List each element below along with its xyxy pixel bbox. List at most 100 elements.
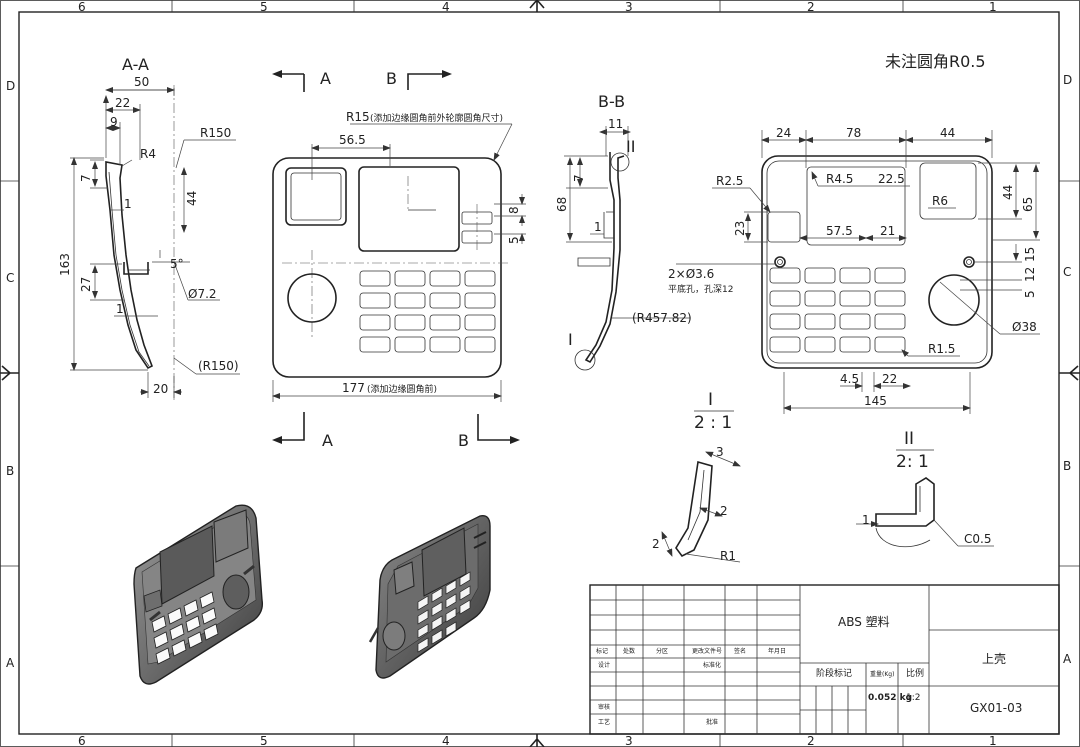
col-top-6: 6 (78, 0, 86, 14)
col-bottom-6: 6 (78, 734, 86, 747)
tb-part-name: 上壳 (982, 652, 1006, 666)
detail-i-dim-r1: R1 (720, 549, 736, 563)
col-top-5: 5 (260, 0, 268, 14)
col-bottom-4: 4 (442, 734, 450, 747)
tb-approve: 批准 (706, 718, 718, 726)
fv-r15-sub: (添加边缘圆角前外轮廓圆角尺寸) (370, 112, 503, 124)
tb-standard: 标准化 (703, 661, 721, 669)
detail-i-dim-3: 3 (716, 445, 724, 459)
tb-review: 审核 (598, 703, 610, 711)
detail-ii-scale: 2: 1 (896, 452, 929, 472)
isometric-view-back (368, 515, 491, 679)
bv-dim-15: 15 (1023, 247, 1037, 262)
title-block: 标记 处数 分区 更改文件号 签名 年月日 设计 标准化 审核 工艺 批准 AB… (589, 584, 1060, 735)
section-aa-title: A-A (122, 55, 149, 74)
fv-dim-177-sub: (添加边缘圆角前) (367, 383, 437, 395)
row-right-a: A (1063, 652, 1072, 666)
col-top-2: 2 (807, 0, 815, 14)
row-left-d: D (6, 79, 15, 93)
section-bb-title: B-B (598, 92, 625, 111)
bv-dim-22: 22 (882, 372, 897, 386)
keypad-grid (359, 270, 496, 353)
detail-i-label: I (708, 390, 713, 410)
fv-dim-56-5: 56.5 (339, 133, 366, 147)
bv-hole-sub: 平底孔，孔深12 (668, 283, 733, 295)
aa-dim-1: 1 (124, 197, 132, 211)
bv-dim-r6: R6 (932, 194, 948, 208)
section-bb-view: B-B 11 II 7 68 1 I (R457.82) (555, 92, 692, 371)
bv-dim-23: 23 (733, 221, 747, 236)
bv-dim-21: 21 (880, 224, 895, 238)
tb-label-date: 年月日 (768, 647, 786, 655)
aa-dim-22: 22 (115, 96, 130, 110)
aa-dim-27: 27 (79, 277, 93, 292)
tb-material: ABS 塑料 (838, 614, 890, 629)
bv-dim-dia38: Ø38 (1012, 320, 1037, 334)
back-view: 24 78 44 R2.5 R4.5 22.5 R6 44 65 23 57.5… (668, 126, 1040, 414)
aa-dim-r4: R4 (140, 147, 156, 161)
fillet-note: 未注圆角R0.5 (885, 52, 986, 71)
row-right-c: C (1063, 265, 1071, 279)
aa-dim-44: 44 (185, 191, 199, 206)
cut-b-top: B (386, 69, 397, 88)
bv-dim-5: 5 (1023, 290, 1037, 298)
bv-dim-r1-5: R1.5 (928, 342, 955, 356)
detail-i-view: I 2 : 1 3 2 2 R1 (652, 390, 741, 563)
tb-weight: 0.052 kg (868, 693, 912, 703)
bv-dim-44a: 44 (940, 126, 955, 140)
tb-label-count: 处数 (623, 647, 635, 655)
aa-dim-r150: R150 (200, 126, 231, 140)
aa-dim-50: 50 (134, 75, 149, 89)
bb-detail-i: I (568, 330, 573, 349)
detail-ii-label: II (904, 429, 914, 449)
zone-labels: 6 5 4 3 2 1 6 5 4 3 2 1 D C B A D C B A (6, 0, 1072, 747)
tb-process: 工艺 (598, 718, 610, 726)
aa-dim-5deg: 5° (170, 257, 184, 271)
fv-dim-8: 8 (507, 206, 521, 214)
fv-dim-177: 177 (342, 381, 365, 395)
bb-dim-r457: (R457.82) (632, 311, 692, 325)
aa-dim-9: 9 (110, 115, 118, 129)
row-left-b: B (6, 464, 14, 478)
tb-scale: 1:2 (906, 693, 920, 703)
bv-hole-note: 2×Ø3.6 (668, 267, 714, 281)
bb-dim-1: 1 (594, 220, 602, 234)
detail-i-dim-2b: 2 (652, 537, 660, 551)
bb-dim-7: 7 (572, 174, 586, 182)
front-view: A B A B (272, 69, 526, 450)
bv-dim-65: 65 (1021, 197, 1035, 212)
detail-i-scale: 2 : 1 (694, 413, 732, 433)
row-left-a: A (6, 656, 15, 670)
col-top-4: 4 (442, 0, 450, 14)
aa-dim-1b: 1 (116, 302, 124, 316)
tb-label-zone: 分区 (656, 647, 668, 655)
tb-stage-mark: 阶段标记 (816, 667, 852, 679)
detail-i-dim-2a: 2 (720, 504, 728, 518)
detail-ii-dim-1: 1 (862, 513, 870, 527)
tb-design: 设计 (598, 661, 610, 669)
bv-dim-4-5: 4.5 (840, 372, 859, 386)
tb-label-change-doc: 更改文件号 (692, 647, 722, 655)
cut-a-bottom: A (322, 431, 333, 450)
tb-label-sign: 签名 (734, 647, 746, 655)
col-bottom-2: 2 (807, 734, 815, 747)
section-aa-view: A-A (58, 55, 240, 400)
tb-weight-label: 重量(Kg) (870, 670, 894, 678)
bv-dim-78: 78 (846, 126, 861, 140)
bv-dim-44b: 44 (1001, 185, 1015, 200)
bv-dim-r4-5: R4.5 (826, 172, 853, 186)
row-right-b: B (1063, 459, 1071, 473)
detail-ii-dim-c0-5: C0.5 (964, 532, 991, 546)
col-bottom-3: 3 (625, 734, 633, 747)
col-bottom-5: 5 (260, 734, 268, 747)
bb-dim-11: 11 (608, 117, 623, 131)
col-top-1: 1 (989, 0, 997, 14)
col-bottom-1: 1 (989, 734, 997, 747)
aa-dim-7: 7 (79, 174, 93, 182)
detail-ii-view: II 2: 1 1 C0.5 (856, 429, 994, 548)
aa-dim-163: 163 (58, 253, 72, 276)
fv-dim-5: 5 (507, 236, 521, 244)
bv-dim-22-5: 22.5 (878, 172, 905, 186)
bv-dim-145: 145 (864, 394, 887, 408)
isometric-view-front (133, 504, 264, 685)
